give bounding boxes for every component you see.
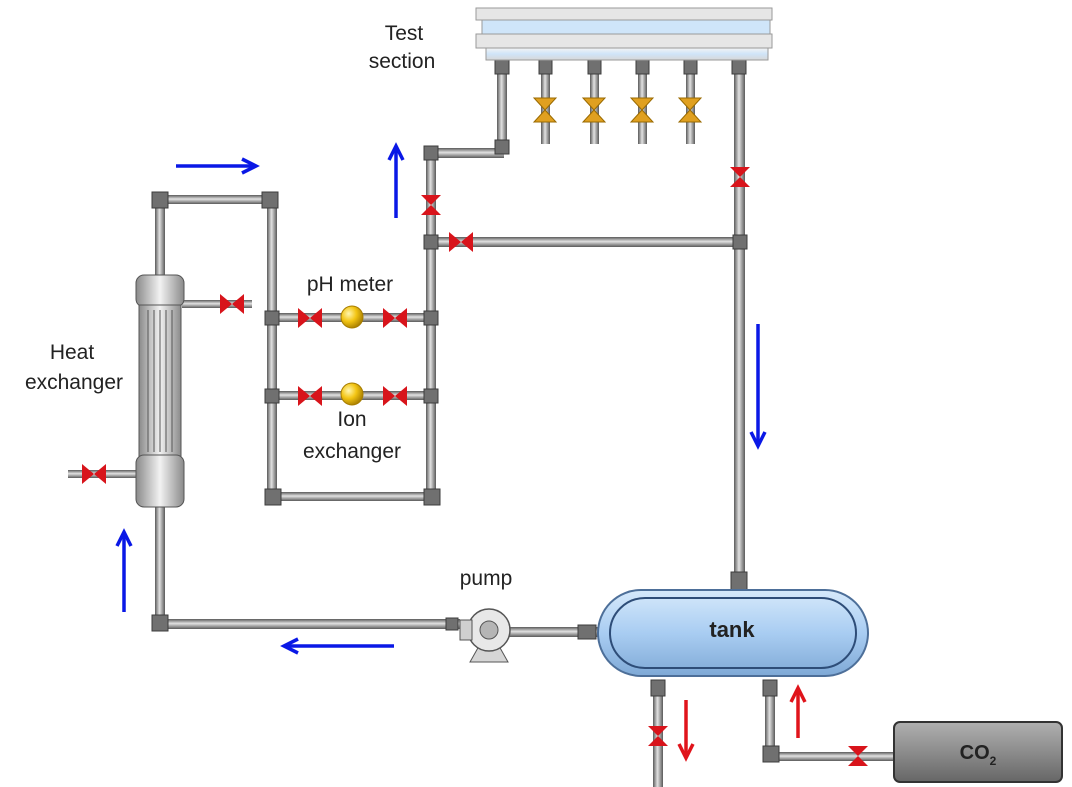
- valve-ph-right[interactable]: [383, 308, 407, 328]
- flow-arrows: [115, 142, 807, 762]
- tee-ion-right: [423, 388, 439, 404]
- pump: [459, 608, 511, 663]
- ion-exchanger-label-line1: Ion: [337, 408, 366, 431]
- tank-inner: [609, 597, 857, 669]
- tank-label: tank: [709, 617, 755, 642]
- pipe-co2-h: [770, 752, 895, 761]
- valves: [82, 97, 868, 766]
- elbow-co2: [762, 745, 780, 763]
- flow-arrow-co2-up: [789, 684, 807, 738]
- co2-label-main: CO: [960, 742, 990, 764]
- heat-exchanger-label-line2: exchanger: [25, 371, 123, 394]
- pipe-hx-down: [155, 505, 165, 627]
- test-section-label-line2: section: [369, 50, 436, 73]
- heat-exchanger: [135, 274, 185, 508]
- valve-ph-left[interactable]: [298, 308, 322, 328]
- tank-vessel: [597, 589, 869, 677]
- elbow-bypass-bottom-left: [264, 488, 282, 506]
- pipe-test-inlet-v: [497, 62, 507, 154]
- elbow-hx-top-left: [151, 191, 169, 209]
- pipe-test-inlet-h: [432, 148, 504, 158]
- valve-hx-side-bottom[interactable]: [82, 464, 106, 484]
- valve-ion-right[interactable]: [383, 386, 407, 406]
- valve-hx-side-top[interactable]: [220, 294, 244, 314]
- pipe-bypass-bottom: [272, 492, 432, 501]
- elbow-hx-top-right: [261, 191, 279, 209]
- pipe-bypass-left: [267, 198, 277, 502]
- pipe-right-riser: [734, 62, 745, 582]
- fitting-tank-drain: [650, 679, 666, 697]
- pipe-pump-tank: [508, 627, 598, 637]
- pipe-co2-in: [765, 680, 775, 762]
- heat-exchanger-label-line1: Heat: [50, 341, 95, 364]
- ion-exchanger-label-line2: exchanger: [303, 440, 401, 463]
- valve-tank-drain[interactable]: [648, 726, 668, 746]
- valve-stub-1[interactable]: [532, 97, 558, 123]
- pipe-network: [68, 62, 895, 787]
- pipe-hx-up: [155, 198, 165, 280]
- valve-co2[interactable]: [848, 746, 868, 766]
- ph-meter-sensor: [340, 305, 364, 329]
- fitting-tank-top: [730, 571, 748, 591]
- flow-arrow-up-hx: [115, 528, 133, 612]
- elbow-pump-return: [151, 614, 169, 632]
- fitting-co2-in: [762, 679, 778, 697]
- pipe-fittings: [151, 57, 780, 763]
- elbow-test-inlet: [423, 145, 439, 161]
- co2-label: CO2: [960, 742, 997, 768]
- valve-test-outlet[interactable]: [730, 167, 750, 187]
- fitting-pump-in: [445, 617, 459, 631]
- flow-arrow-drain-down: [677, 700, 695, 762]
- flow-arrow-down-right: [749, 324, 767, 450]
- valve-stub-3[interactable]: [629, 97, 655, 123]
- ion-exchanger-sensor: [340, 382, 364, 406]
- flow-arrow-left-bottom: [280, 637, 394, 655]
- elbow-test-inlet-top: [494, 139, 510, 155]
- ph-meter-label: pH meter: [307, 273, 393, 296]
- pipe-crossover: [432, 237, 740, 247]
- valve-stub-2[interactable]: [581, 97, 607, 123]
- fitting-tank-side: [577, 624, 597, 640]
- tee-ph-left: [264, 310, 280, 326]
- tee-ph-right: [423, 310, 439, 326]
- test-section: [475, 7, 773, 61]
- pipe-hx-side-top: [182, 300, 252, 308]
- valve-stub-4[interactable]: [677, 97, 703, 123]
- tee-crossover-right: [732, 234, 748, 250]
- co2-label-subscript: 2: [990, 754, 997, 768]
- valve-ion-left[interactable]: [298, 386, 322, 406]
- pipe-hx-top: [160, 195, 275, 204]
- elbow-bypass-bottom-right: [423, 488, 441, 506]
- tee-ion-left: [264, 388, 280, 404]
- co2-cylinder: [893, 721, 1063, 783]
- valve-crossover[interactable]: [449, 232, 473, 252]
- pipe-pump-return: [160, 619, 460, 629]
- valve-test-inlet[interactable]: [421, 195, 441, 215]
- pump-label: pump: [460, 567, 513, 590]
- test-section-label-line1: Test: [385, 22, 424, 45]
- pipe-left-riser: [426, 152, 436, 502]
- flow-arrow-up-test: [387, 142, 405, 218]
- flow-arrow-right-top: [176, 157, 260, 175]
- tee-crossover-left: [423, 234, 439, 250]
